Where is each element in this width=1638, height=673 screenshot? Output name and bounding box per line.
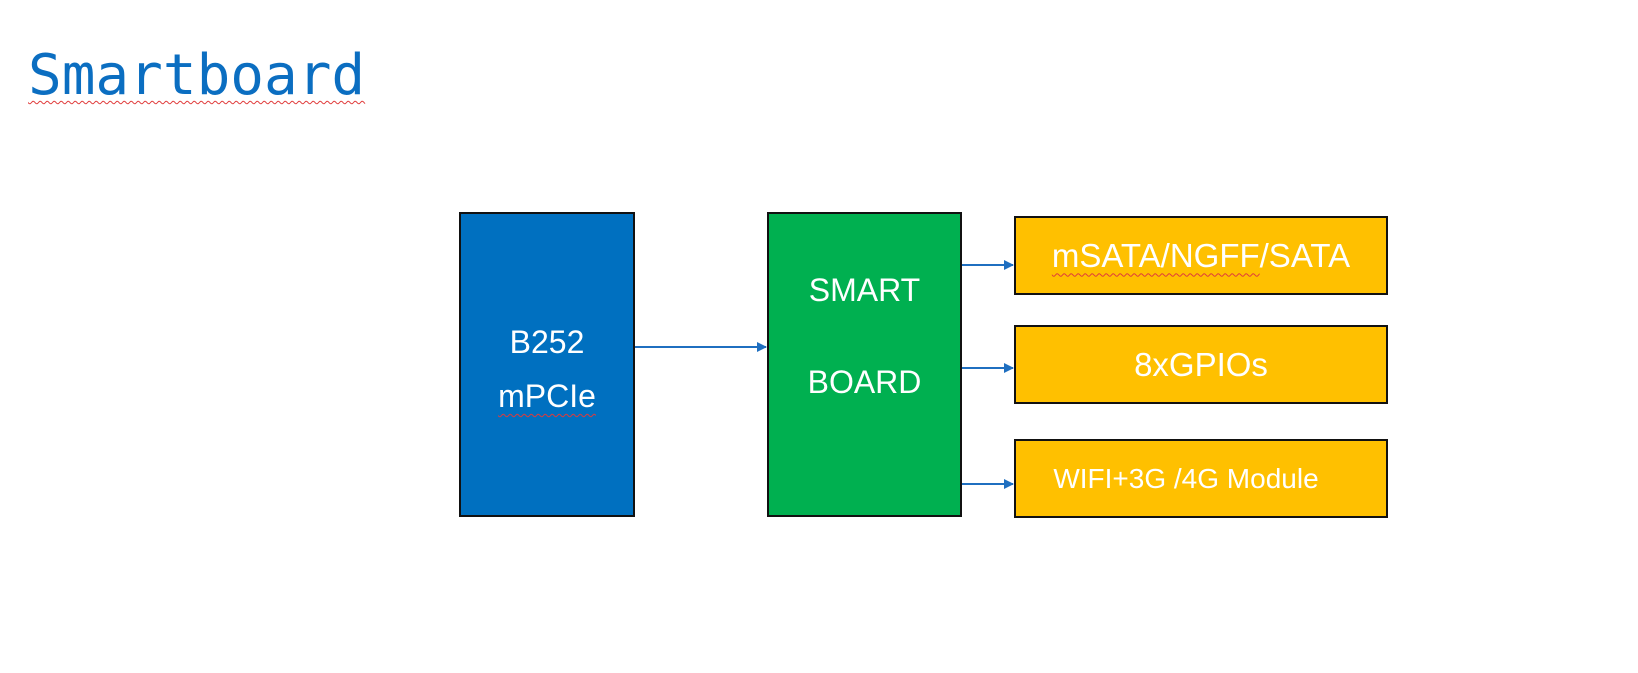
output-block-storage: mSATA/NGFF/SATA bbox=[1014, 216, 1388, 295]
page-title: Smartboard bbox=[28, 40, 365, 112]
output-label-storage: mSATA/NGFF/SATA bbox=[1052, 237, 1350, 275]
output-label-wireless: WIFI+3G /4G Module bbox=[1053, 462, 1319, 494]
output-block-gpio: 8xGPIOs bbox=[1014, 325, 1388, 404]
output-label-storage-part2: /SATA bbox=[1259, 236, 1351, 274]
source-block: B252 mPCIe bbox=[459, 212, 635, 517]
source-label-line2: mPCIe bbox=[461, 376, 633, 416]
hub-label-line2: BOARD bbox=[807, 364, 922, 400]
source-label-line2-text: mPCIe bbox=[498, 378, 596, 414]
hub-block: SMART BOARD bbox=[767, 212, 962, 517]
output-block-wireless: WIFI+3G /4G Module bbox=[1014, 439, 1388, 518]
output-label-gpio: 8xGPIOs bbox=[1134, 345, 1268, 383]
source-label-line1: B252 bbox=[509, 324, 585, 360]
output-label-storage-part1: mSATA/NGFF bbox=[1051, 236, 1260, 274]
title-text: Smartboard bbox=[28, 43, 366, 108]
hub-label-line1: SMART bbox=[808, 272, 921, 308]
